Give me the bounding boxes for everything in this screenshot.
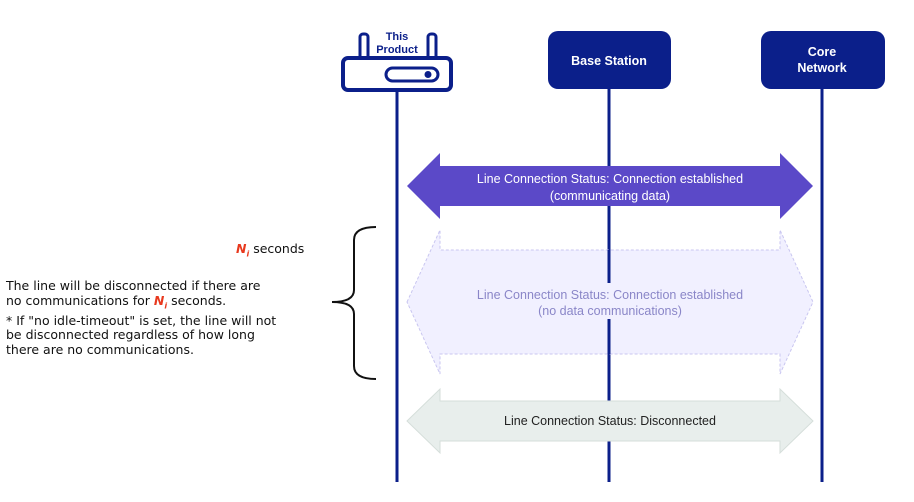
core-network-label-line1: Core — [808, 45, 837, 59]
arrow1-text-line1: Line Connection Status: Connection estab… — [477, 172, 743, 186]
ni-symbol-inline: Ni — [153, 292, 168, 310]
note-line-3: * If "no idle-timeout" is set, the line … — [6, 312, 277, 328]
core-network-node: Core Network — [761, 31, 885, 89]
ni-symbol: Ni — [236, 241, 250, 259]
note-line-1: The line will be disconnected if there a… — [6, 278, 261, 293]
arrow3-text: Line Connection Status: Disconnected — [504, 414, 716, 428]
base-station-label: Base Station — [571, 54, 647, 68]
timeout-note: The line will be disconnected if there a… — [6, 278, 306, 357]
note-line-4: be disconnected regardless of how long — [6, 327, 255, 342]
base-station-node: Base Station — [548, 31, 671, 89]
arrow-disconnected: Line Connection Status: Disconnected — [406, 387, 814, 455]
product-label-line2: Product — [376, 44, 418, 56]
timeout-duration-label: Ni seconds — [236, 241, 304, 259]
note-line-2: no communications for Ni seconds. — [6, 292, 227, 310]
product-label-line1: This — [386, 31, 409, 43]
arrow1-text-line2: (communicating data) — [550, 189, 670, 203]
arrow-connection-idle: Line Connection Status: Connection estab… — [406, 229, 814, 375]
note-line-5: there are no communications. — [6, 341, 194, 357]
arrow2-text-line2: (no data communications) — [538, 304, 682, 318]
arrow2-text-line1: Line Connection Status: Connection estab… — [477, 288, 743, 302]
router-icon: This Product — [341, 31, 453, 92]
seconds-text: seconds — [253, 241, 305, 256]
core-network-label-line2: Network — [797, 61, 846, 75]
arrow-connection-communicating: Line Connection Status: Connection estab… — [407, 153, 813, 219]
timeout-brace — [331, 226, 377, 380]
